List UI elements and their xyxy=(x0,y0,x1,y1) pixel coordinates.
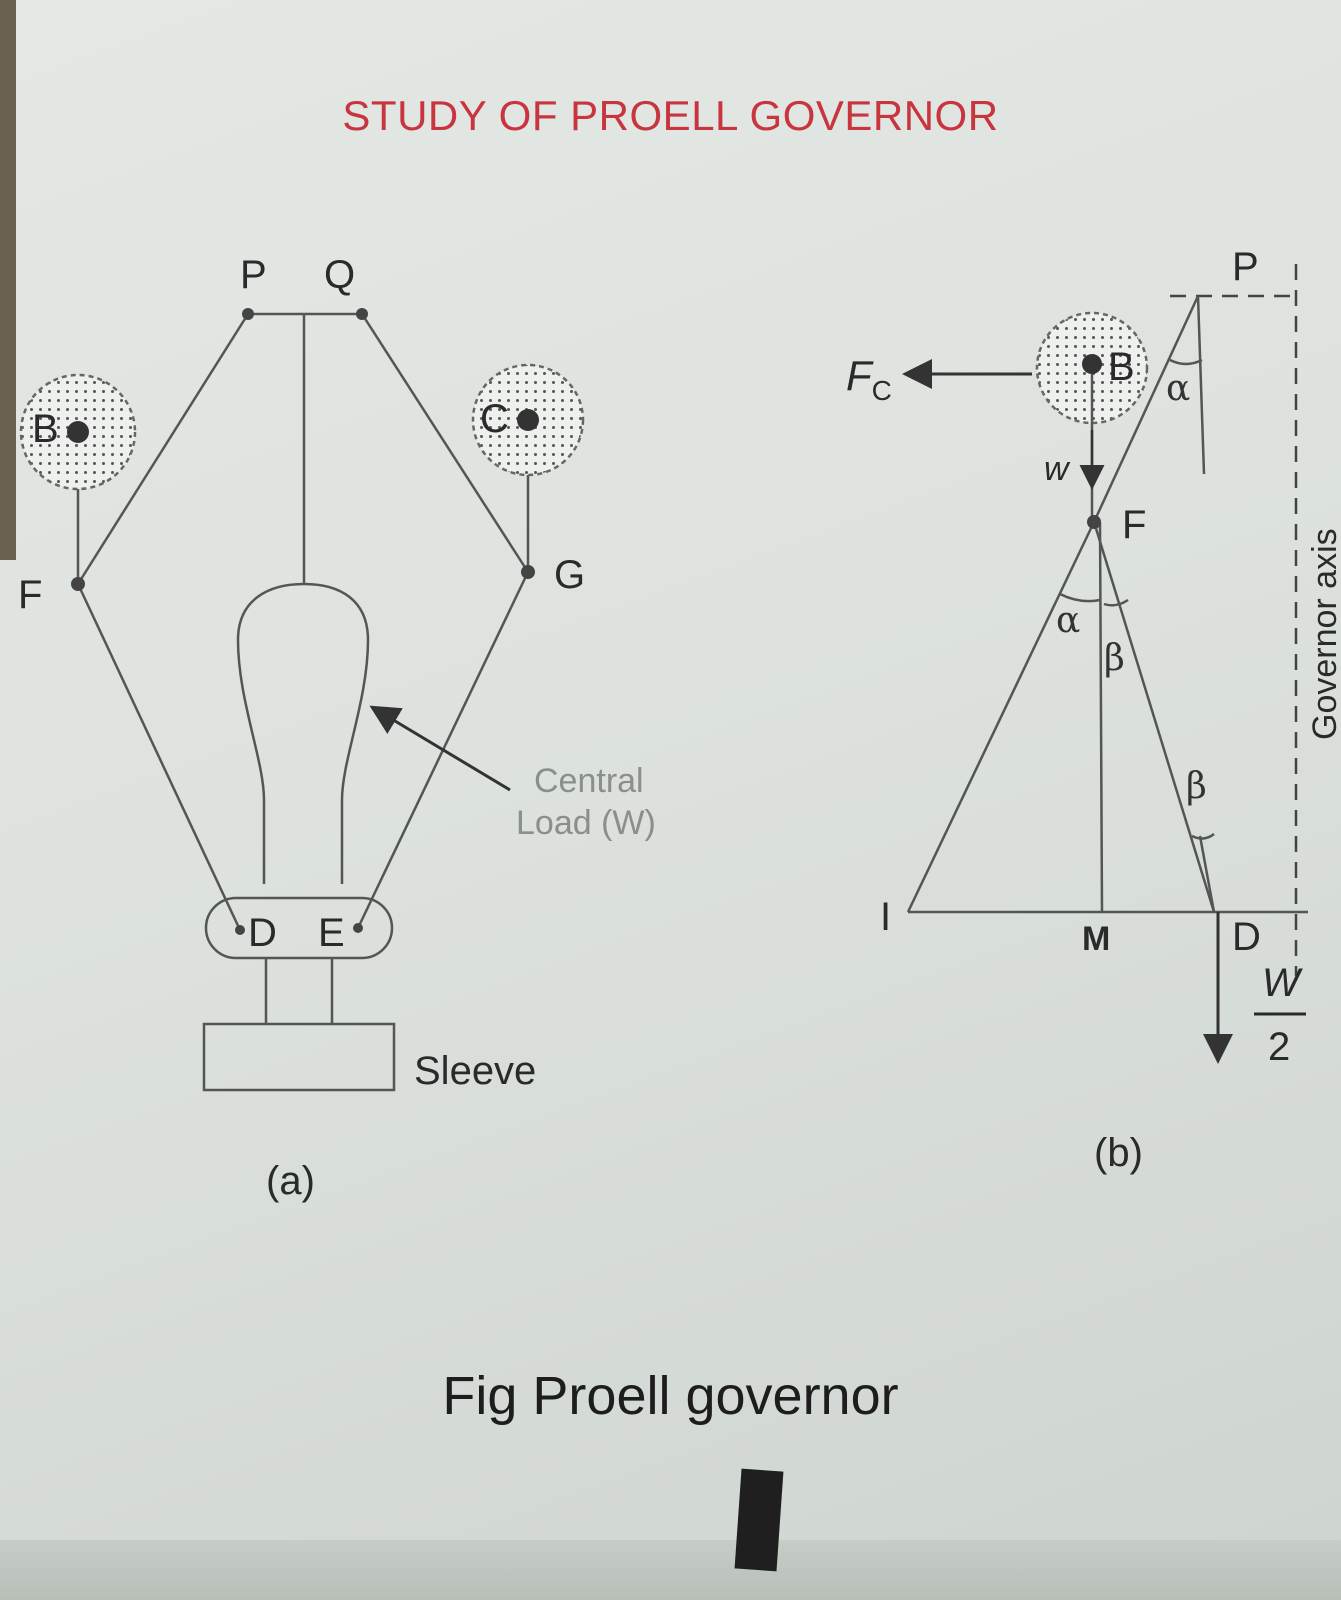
sleeve-collar xyxy=(204,896,394,960)
label-f: F xyxy=(1122,503,1146,547)
pivot-p xyxy=(242,308,254,320)
board-clip xyxy=(734,1468,784,1572)
sleeve-load-denominator: 2 xyxy=(1268,1025,1290,1069)
angle-beta-bottom: β xyxy=(1186,766,1207,807)
figure-a-label: (a) xyxy=(266,1159,315,1203)
central-load-label-line2: Load (W) xyxy=(516,804,656,842)
pivot-q xyxy=(356,308,368,320)
link-qg xyxy=(360,313,530,573)
link-pf xyxy=(1092,295,1200,523)
label-p: P xyxy=(240,253,267,297)
label-c: C xyxy=(480,397,509,441)
angle-arc-alpha-top xyxy=(1169,358,1203,366)
weight-label: w xyxy=(1044,450,1071,488)
board-edge xyxy=(0,0,16,560)
ball-c-center xyxy=(517,409,539,431)
link-fd xyxy=(76,583,242,931)
figure-caption: Fig Proell governor xyxy=(442,1366,899,1426)
pivot-g xyxy=(521,565,535,579)
governor-axis-label: Governor axis xyxy=(1306,528,1341,740)
label-b: B xyxy=(32,407,59,451)
label-d: D xyxy=(248,911,277,955)
p-vertical-reference xyxy=(1196,295,1206,475)
ball-b-center xyxy=(1082,354,1102,374)
vertical-fm xyxy=(1098,521,1104,913)
label-i: I xyxy=(880,895,891,939)
label-b: B xyxy=(1108,345,1135,389)
force-fc-label: FC xyxy=(846,352,892,406)
sleeve-box xyxy=(202,1022,396,1092)
pivot-d xyxy=(235,925,245,935)
figure-a: P Q B C F G D E Central Load (W) Sleeve … xyxy=(18,253,656,1203)
central-load-body xyxy=(236,582,370,884)
label-g: G xyxy=(554,553,585,597)
angle-arc-beta-bottom xyxy=(1191,832,1215,840)
figure-b-label: (b) xyxy=(1094,1131,1143,1175)
board-bottom-edge xyxy=(0,1540,1341,1600)
d-vertical-reference xyxy=(1198,835,1216,913)
angle-alpha-bottom: α xyxy=(1056,600,1080,641)
angle-arc-alpha-bottom xyxy=(1059,592,1101,603)
link-pf xyxy=(76,313,250,585)
label-sleeve: Sleeve xyxy=(414,1049,536,1093)
page-title: STUDY OF PROELL GOVERNOR xyxy=(342,92,999,139)
sleeve-load-numerator: W xyxy=(1262,961,1303,1005)
central-load-arrow xyxy=(369,705,511,792)
central-load-label-line1: Central xyxy=(534,762,644,800)
label-p: P xyxy=(1232,245,1259,289)
angle-alpha-top: α xyxy=(1166,368,1190,409)
angle-arc-beta-top xyxy=(1103,598,1129,607)
label-d: D xyxy=(1232,915,1261,959)
link-fd xyxy=(1092,521,1216,913)
pivot-e xyxy=(353,923,363,933)
label-f: F xyxy=(18,573,42,617)
label-q: Q xyxy=(324,253,355,297)
label-m: M xyxy=(1082,920,1110,958)
link-fi xyxy=(906,521,1096,913)
pivot-f xyxy=(71,577,85,591)
pivot-f xyxy=(1087,515,1101,529)
label-e: E xyxy=(318,911,345,955)
angle-beta-top: β xyxy=(1104,638,1125,679)
ball-b-center xyxy=(67,421,89,443)
figure-b: P B F I M D FC w α α β β W 2 Governor ax… xyxy=(846,245,1341,1175)
